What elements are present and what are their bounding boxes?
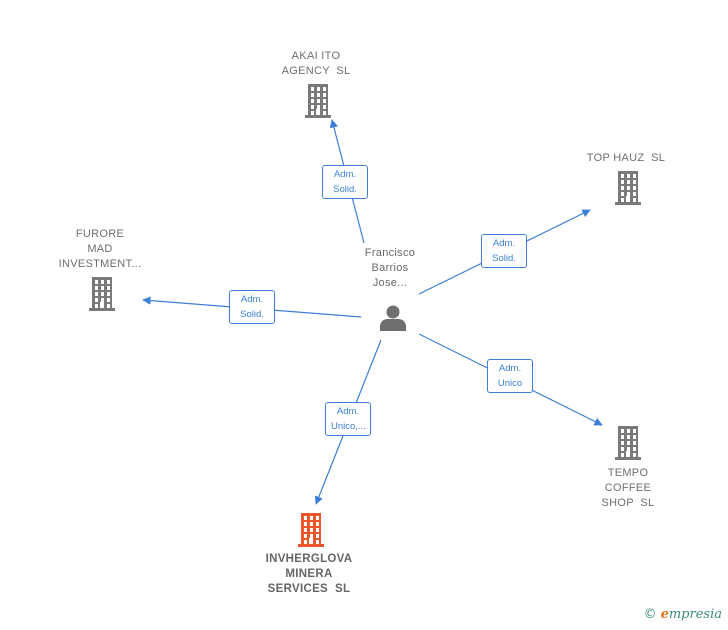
company-label-furore[interactable]: FURORE MAD INVESTMENT... (45, 227, 155, 272)
role-tag-line: Adm. (336, 406, 360, 417)
icons-layer (89, 84, 641, 547)
brand-initial: e (660, 607, 669, 622)
company-label-tempo[interactable]: TEMPO COFFEE SHOP SL (573, 466, 683, 511)
role-tag-tempo[interactable]: Adm. Unico (487, 359, 533, 393)
role-tag-line: Unico (497, 378, 523, 389)
company-label-tempo-line: COFFEE (604, 482, 652, 494)
company-label-invherglova-line: MINERA (285, 568, 333, 580)
role-tag-line: Unico,... (331, 421, 366, 432)
role-tag-akai[interactable]: Adm. Solid. (322, 165, 368, 199)
role-tag-line: Solid. (240, 309, 264, 320)
company-label-tophauz-line: TOP HAUZ SL (586, 152, 666, 164)
role-tag-line: Solid. (333, 184, 357, 195)
building-icon[interactable] (615, 171, 641, 205)
company-label-akai-line: AKAI ITO (291, 50, 341, 62)
role-tag-line: Solid. (492, 253, 516, 264)
company-label-tempo-line: TEMPO (607, 467, 649, 479)
company-label-tempo-line: SHOP SL (601, 497, 655, 509)
company-label-invherglova-line: SERVICES SL (267, 583, 351, 595)
company-label-furore-line: MAD (87, 243, 113, 255)
company-label-furore-line: INVESTMENT... (58, 258, 142, 270)
role-tag-line: Adm. (492, 238, 516, 249)
building-icon[interactable] (615, 426, 641, 460)
company-label-furore-line: FURORE (75, 228, 125, 240)
role-tag-invherglova[interactable]: Adm. Unico,... (325, 402, 371, 436)
company-label-invherglova-line: INVHERGLOVA (265, 553, 353, 565)
role-tag-tophauz[interactable]: Adm. Solid. (481, 234, 527, 268)
brand-footer: ©empresia (644, 607, 722, 622)
role-tag-line: Adm. (498, 363, 522, 374)
brand-name: mpresia (668, 607, 722, 622)
building-icon[interactable] (89, 277, 115, 311)
role-tag-line: Adm. (333, 169, 357, 180)
building-icon[interactable] (305, 84, 331, 118)
person-label-line: Jose... (372, 277, 408, 289)
company-label-tophauz[interactable]: TOP HAUZ SL (571, 151, 681, 166)
role-tag-furore[interactable]: Adm. Solid. (229, 290, 275, 324)
edges-layer (142, 119, 603, 505)
copyright-icon: © (643, 607, 657, 622)
company-label-invherglova[interactable]: INVHERGLOVA MINERA SERVICES SL (244, 552, 374, 597)
company-label-akai-line: AGENCY SL (281, 65, 351, 77)
building-icon[interactable] (298, 513, 324, 547)
role-tag-line: Adm. (240, 294, 264, 305)
person-icon[interactable] (380, 305, 406, 332)
person-label-line: Francisco (364, 247, 416, 259)
person-label-line: Barrios (371, 262, 409, 274)
company-label-akai[interactable]: AKAI ITO AGENCY SL (261, 49, 371, 79)
